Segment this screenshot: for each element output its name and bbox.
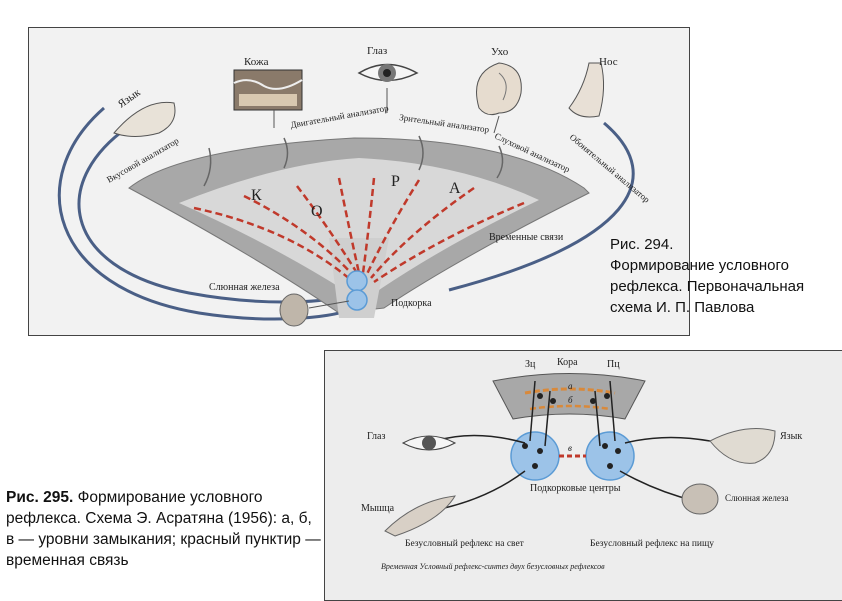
label-salivary-gland: Слюнная железа (209, 282, 280, 293)
caption-294-text: Формирование условного рефлекса. Первона… (610, 257, 805, 316)
label-subcortex: Подкорка (391, 298, 432, 309)
cortex-inner (179, 158, 539, 290)
salivary-gland-icon (279, 293, 309, 327)
subcortex-circle-1 (346, 270, 368, 292)
subcortical-center-right (585, 431, 635, 481)
label-tongue: Язык (780, 431, 802, 442)
salivary-gland-icon (681, 483, 719, 515)
label-subcortical-centers: Подкорковые центры (530, 483, 621, 494)
right-outer-arc (448, 121, 635, 292)
figure-295-diagram: Кора Зц Пц а б в Глаз Язык Мышца Слюнная… (361, 357, 802, 571)
figure-294-diagram: Кожа Глаз Ухо Нос Язык Вкусовой анализат… (57, 45, 652, 327)
temporary-connections-lines (193, 177, 525, 284)
label-b: б (568, 395, 573, 405)
label-a: а (568, 381, 573, 391)
label-temporary-connections: Временные связи (489, 232, 564, 243)
eye-icon (401, 435, 457, 451)
caption-295-number: Рис. 295. (6, 489, 74, 506)
arrow-b (529, 404, 611, 411)
label-zc: Зц (525, 359, 536, 370)
subcortical-center-left (510, 431, 560, 481)
label-footnote: Временная Условный рефлекс-синтез двух б… (381, 562, 605, 571)
label-skin: Кожа (244, 56, 269, 68)
eye-icon (357, 63, 419, 82)
label-cortex: Кора (557, 357, 578, 368)
caption-294: Рис. 294. Формирование условного рефлекс… (610, 234, 810, 318)
label-eye: Глаз (367, 45, 387, 57)
cortex-letter-2: О (311, 203, 323, 220)
cortex-letter-3: Р (391, 173, 400, 190)
subcortex-circle-2 (346, 289, 368, 311)
label-unconditioned-food: Безусловный рефлекс на пищу (590, 538, 714, 549)
cortex-letter-4: А (449, 180, 461, 197)
caption-295: Рис. 295. Формирование условного рефлекс… (6, 487, 324, 571)
label-tongue: Язык (116, 86, 143, 110)
label-nose: Нос (599, 56, 618, 68)
tongue-icon (709, 428, 776, 464)
label-v: в (568, 443, 572, 453)
left-outer-arc-2 (57, 106, 350, 321)
label-muscle: Мышца (361, 503, 395, 514)
cortex-letter-1: К (251, 187, 262, 204)
muscle-icon (384, 495, 456, 537)
caption-294-number: Рис. 294. (610, 236, 674, 253)
figure-294: Кожа Глаз Ухо Нос Язык Вкусовой анализат… (28, 27, 690, 336)
label-ear: Ухо (491, 46, 509, 58)
label-visual-analyzer: Зрительный анализатор (399, 112, 491, 135)
ear-icon (476, 62, 522, 116)
caption-295-text: Формирование условного рефлекса. Схема Э… (6, 489, 321, 569)
figure-295: Кора Зц Пц а б в Глаз Язык Мышца Слюнная… (324, 350, 842, 601)
label-salivary-gland: Слюнная железа (725, 493, 788, 503)
label-pc: Пц (607, 359, 620, 370)
nose-icon (568, 62, 605, 118)
tongue-icon (113, 101, 176, 137)
label-unconditioned-light: Безусловный рефлекс на свет (405, 538, 525, 549)
label-motor-analyzer: Двигательный анализатор (290, 103, 390, 130)
label-eye: Глаз (367, 431, 385, 442)
skin-icon (233, 69, 303, 111)
